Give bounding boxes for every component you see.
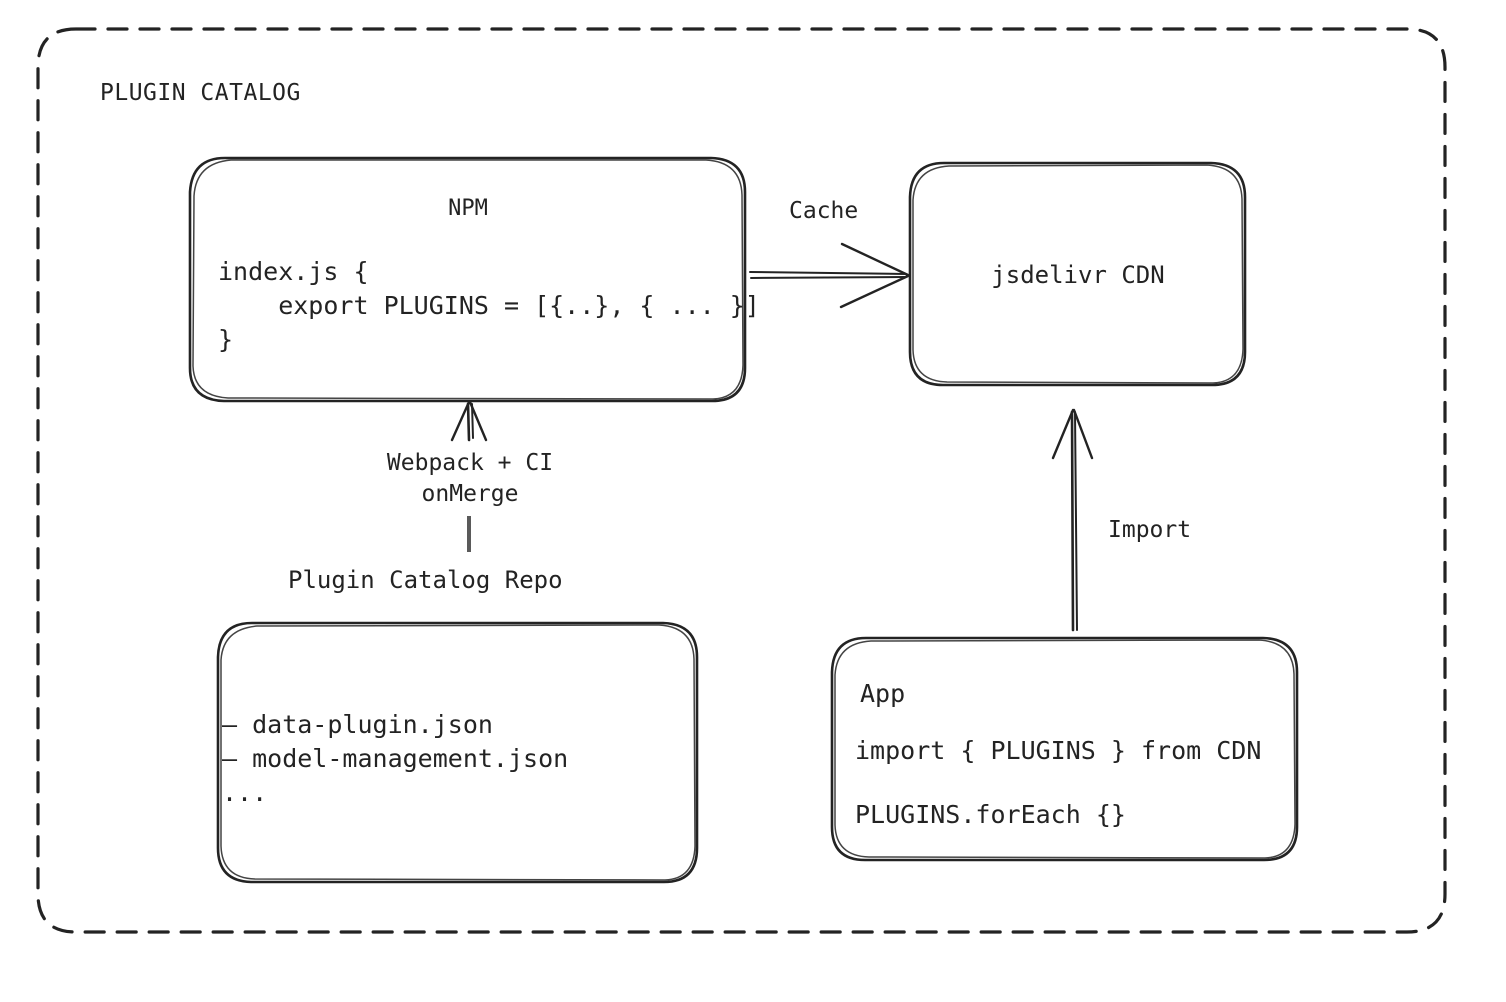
import-arrow-label: Import bbox=[1108, 517, 1192, 543]
build-arrow-label: Webpack + CI onMerge bbox=[386, 450, 554, 507]
repo-box-caption: Plugin Catalog Repo bbox=[288, 566, 563, 594]
app-box-title: App bbox=[860, 679, 906, 708]
cache-arrow bbox=[749, 242, 910, 309]
import-arrow bbox=[1051, 408, 1094, 632]
npm-box-code: index.js { export PLUGINS = [{..}, { ...… bbox=[218, 257, 760, 354]
app-box-foreach-line: PLUGINS.forEach {} bbox=[855, 800, 1126, 829]
cdn-box-title: jsdelivr CDN bbox=[991, 261, 1165, 289]
cache-arrow-label: Cache bbox=[789, 198, 859, 224]
repo-box-items: – data-plugin.json – model-management.js… bbox=[222, 710, 569, 807]
app-box-import-line: import { PLUGINS } from CDN bbox=[855, 736, 1262, 765]
frame-title: PLUGIN CATALOG bbox=[100, 80, 301, 106]
npm-box-title: NPM bbox=[448, 196, 488, 221]
